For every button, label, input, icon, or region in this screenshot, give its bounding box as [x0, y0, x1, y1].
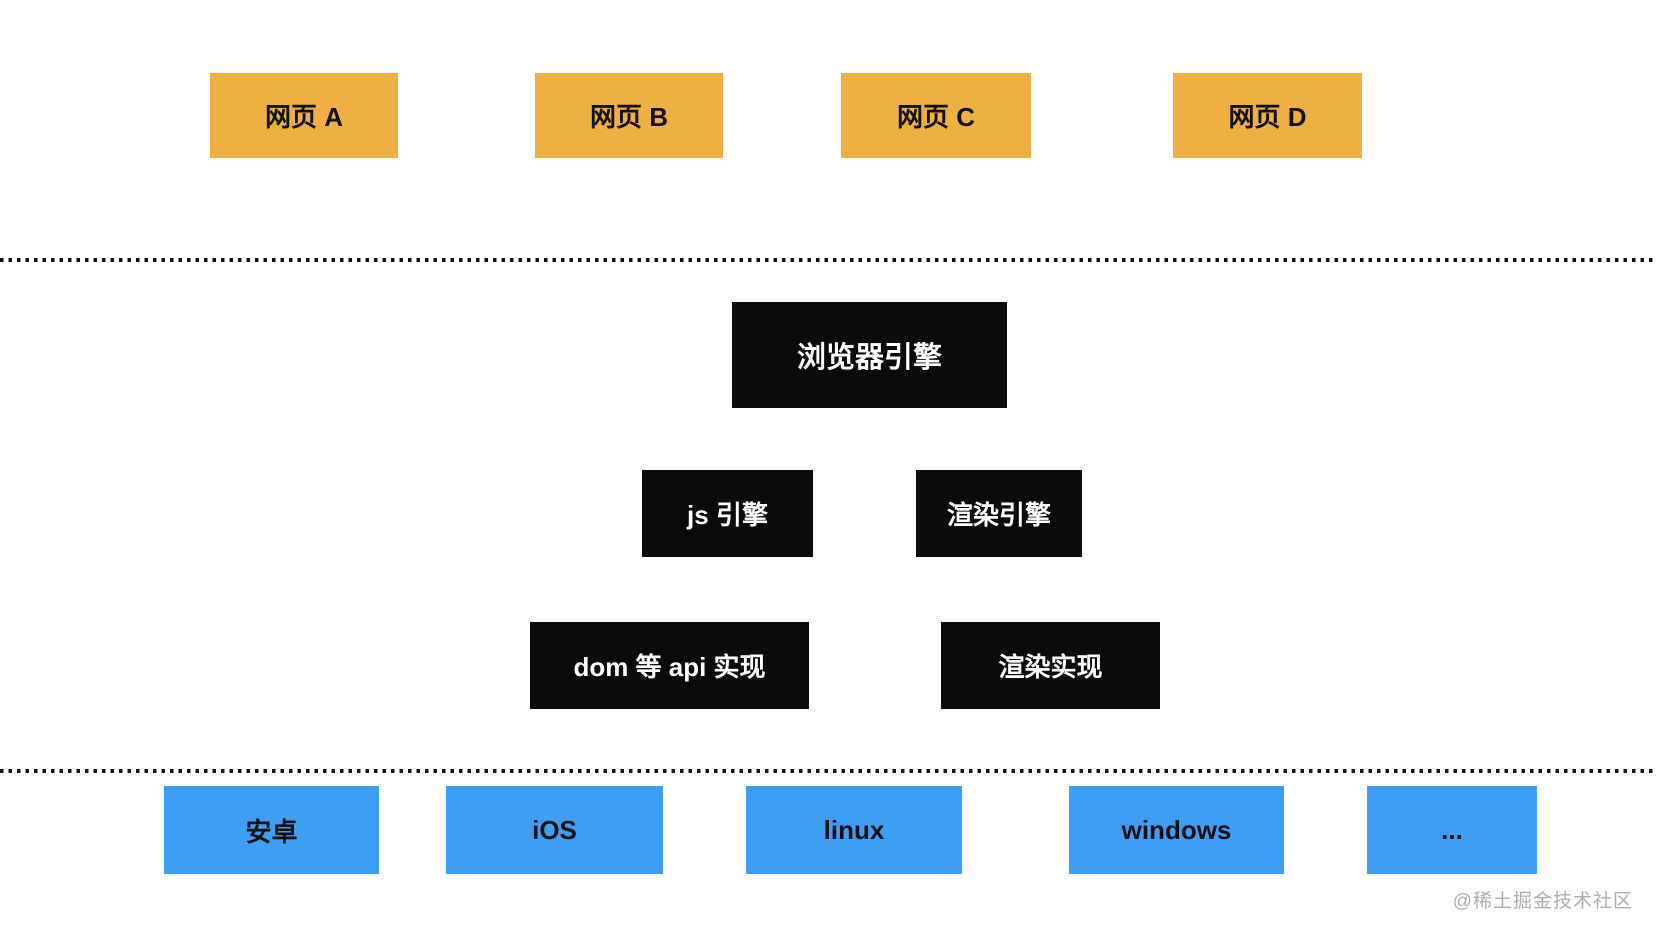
os-more-box: ...	[1367, 786, 1537, 874]
os-ios-box: iOS	[446, 786, 663, 874]
webpage-d-box: 网页 D	[1173, 73, 1362, 158]
webpage-c-box: 网页 C	[841, 73, 1031, 158]
dotted-separator-top	[0, 258, 1656, 262]
browser-engine-box: 浏览器引擎	[732, 302, 1007, 408]
js-engine-box: js 引擎	[642, 470, 813, 557]
dotted-separator-bottom	[0, 769, 1656, 773]
webpage-b-box: 网页 B	[535, 73, 723, 158]
dom-api-implementation-box: dom 等 api 实现	[530, 622, 809, 709]
os-windows-box: windows	[1069, 786, 1284, 874]
os-linux-box: linux	[746, 786, 962, 874]
os-android-box: 安卓	[164, 786, 379, 874]
webpage-a-box: 网页 A	[210, 73, 398, 158]
watermark-text: @稀土掘金技术社区	[1452, 891, 1633, 912]
render-implementation-box: 渲染实现	[941, 622, 1160, 709]
render-engine-box: 渲染引擎	[916, 470, 1082, 557]
